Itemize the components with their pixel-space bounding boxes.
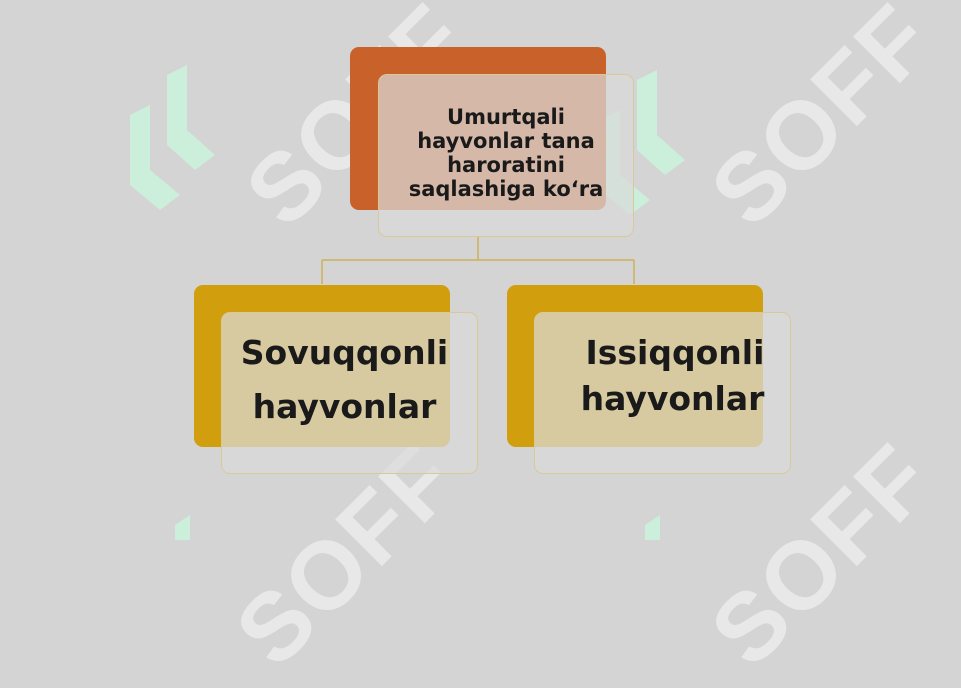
watermark-logo [175, 515, 190, 540]
watermark-text: SOFF [690, 0, 954, 247]
root-node-label: Umurtqali hayvonlar tana haroratini saql… [408, 104, 604, 201]
child-node-warm-blooded: Issiqqonli hayvonlar [534, 312, 791, 474]
child-node-label: Sovuqqonli hayvonlar [240, 333, 449, 426]
root-node: Umurtqali hayvonlar tana haroratini saql… [378, 74, 634, 237]
child-node-label: Issiqqonli hayvonlar [580, 333, 765, 418]
child-node-cold-blooded: Sovuqqonli hayvonlar [221, 312, 478, 474]
watermark-logo [130, 65, 215, 210]
watermark-logo [645, 515, 660, 540]
